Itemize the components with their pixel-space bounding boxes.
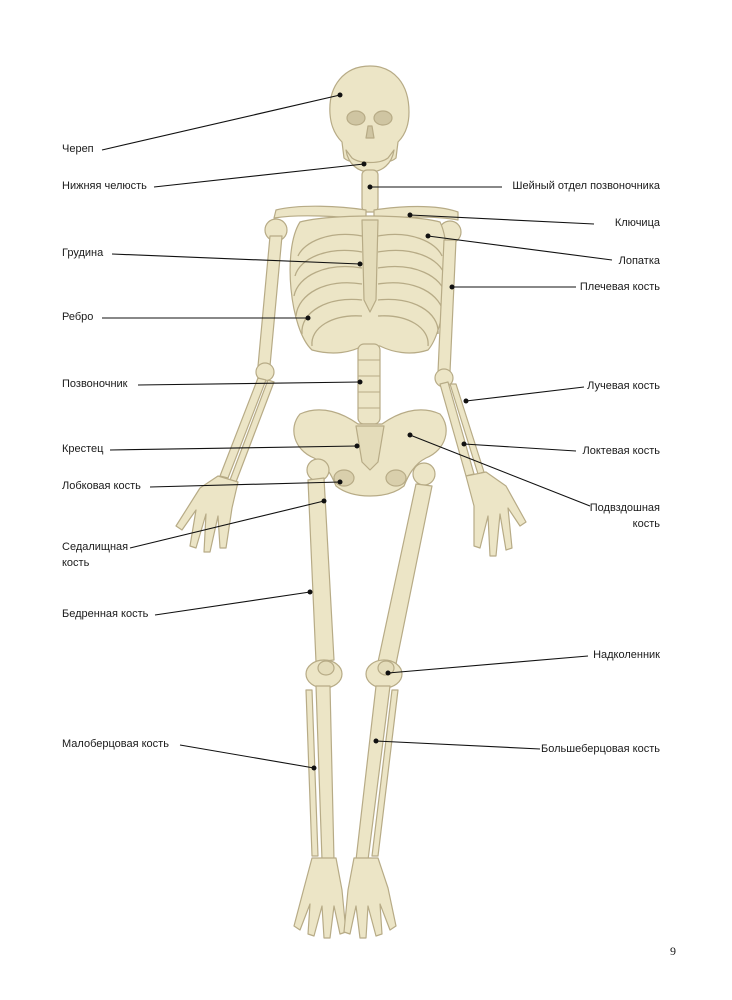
forearm-left-radius xyxy=(219,377,267,479)
patella-left xyxy=(317,660,335,676)
label-skull: Череп xyxy=(62,143,94,155)
label-ulna: Локтевая кость xyxy=(582,445,660,457)
fibula-right xyxy=(371,689,399,857)
leader-skull xyxy=(101,94,341,151)
tibia-left xyxy=(315,685,335,861)
vertebra-lines xyxy=(358,359,380,409)
foot-right xyxy=(343,857,397,939)
leader-radius xyxy=(465,386,585,402)
label-cervical: Шейный отдел позвоночника xyxy=(512,180,660,192)
femur-head-right xyxy=(412,462,436,486)
label-ischium-line2: кость xyxy=(62,557,90,569)
leader-patella xyxy=(387,655,589,674)
label-humerus: Плечевая кость xyxy=(579,281,660,293)
label-pubis: Лобковая кость xyxy=(62,480,141,492)
label-ischium-line1: Седалищная xyxy=(62,541,129,553)
leader-ilium xyxy=(409,434,591,507)
fibula-left xyxy=(305,689,319,857)
leader-ischium xyxy=(129,500,325,549)
nasal-cavity xyxy=(365,125,375,139)
leader-sacrum xyxy=(109,445,358,451)
leader-pubis xyxy=(149,481,341,488)
leader-sternum xyxy=(111,253,361,265)
label-ischium: Седалищная кость xyxy=(62,539,128,571)
label-clavicle: Ключица xyxy=(614,217,660,229)
cervical-spine xyxy=(361,169,379,213)
leader-femur xyxy=(154,591,311,616)
label-patella: Надколенник xyxy=(593,649,660,661)
leader-scapula xyxy=(427,235,613,261)
label-mandible: Нижняя челюсть xyxy=(62,180,147,192)
label-femur: Бедренная кость xyxy=(62,608,149,620)
label-spine: Позвоночник xyxy=(62,378,128,390)
femur-right xyxy=(377,483,433,665)
humerus-left xyxy=(257,235,283,367)
leader-spine xyxy=(137,381,361,386)
leader-tibia xyxy=(375,740,541,750)
leader-mandible xyxy=(153,163,365,188)
femur-head-left xyxy=(306,458,330,482)
leader-clavicle xyxy=(409,214,595,225)
page-number: 9 xyxy=(670,944,676,958)
obturator-right xyxy=(385,469,407,487)
hand-right xyxy=(465,471,527,557)
label-ilium-line2: кость xyxy=(632,518,660,530)
label-sternum: Грудина xyxy=(62,247,104,259)
leader-fibula xyxy=(179,744,315,769)
foot-left xyxy=(293,857,347,939)
leader-lines xyxy=(101,94,613,769)
label-ilium: Подвздошная кость xyxy=(590,500,660,532)
label-sacrum: Крестец xyxy=(62,443,104,455)
obturator-left xyxy=(333,469,355,487)
eye-socket-right xyxy=(373,110,393,126)
label-ilium-line1: Подвздошная xyxy=(589,502,660,514)
label-rib: Ребро xyxy=(62,311,94,323)
leader-dots xyxy=(305,92,469,771)
eye-socket-left xyxy=(346,110,366,126)
ribs-lines xyxy=(293,233,447,347)
sacrum-shape xyxy=(355,425,385,471)
femur-left xyxy=(307,477,335,663)
label-scapula: Лопатка xyxy=(618,255,660,267)
label-radius: Лучевая кость xyxy=(587,380,660,392)
hand-left xyxy=(175,475,239,553)
leader-ulna xyxy=(463,443,577,452)
label-tibia: Большеберцовая кость xyxy=(541,743,660,755)
sternum-shape xyxy=(361,219,379,313)
mandible-shape xyxy=(345,149,395,173)
skull-shape xyxy=(329,65,410,165)
label-fibula: Малоберцовая кость xyxy=(62,738,169,750)
